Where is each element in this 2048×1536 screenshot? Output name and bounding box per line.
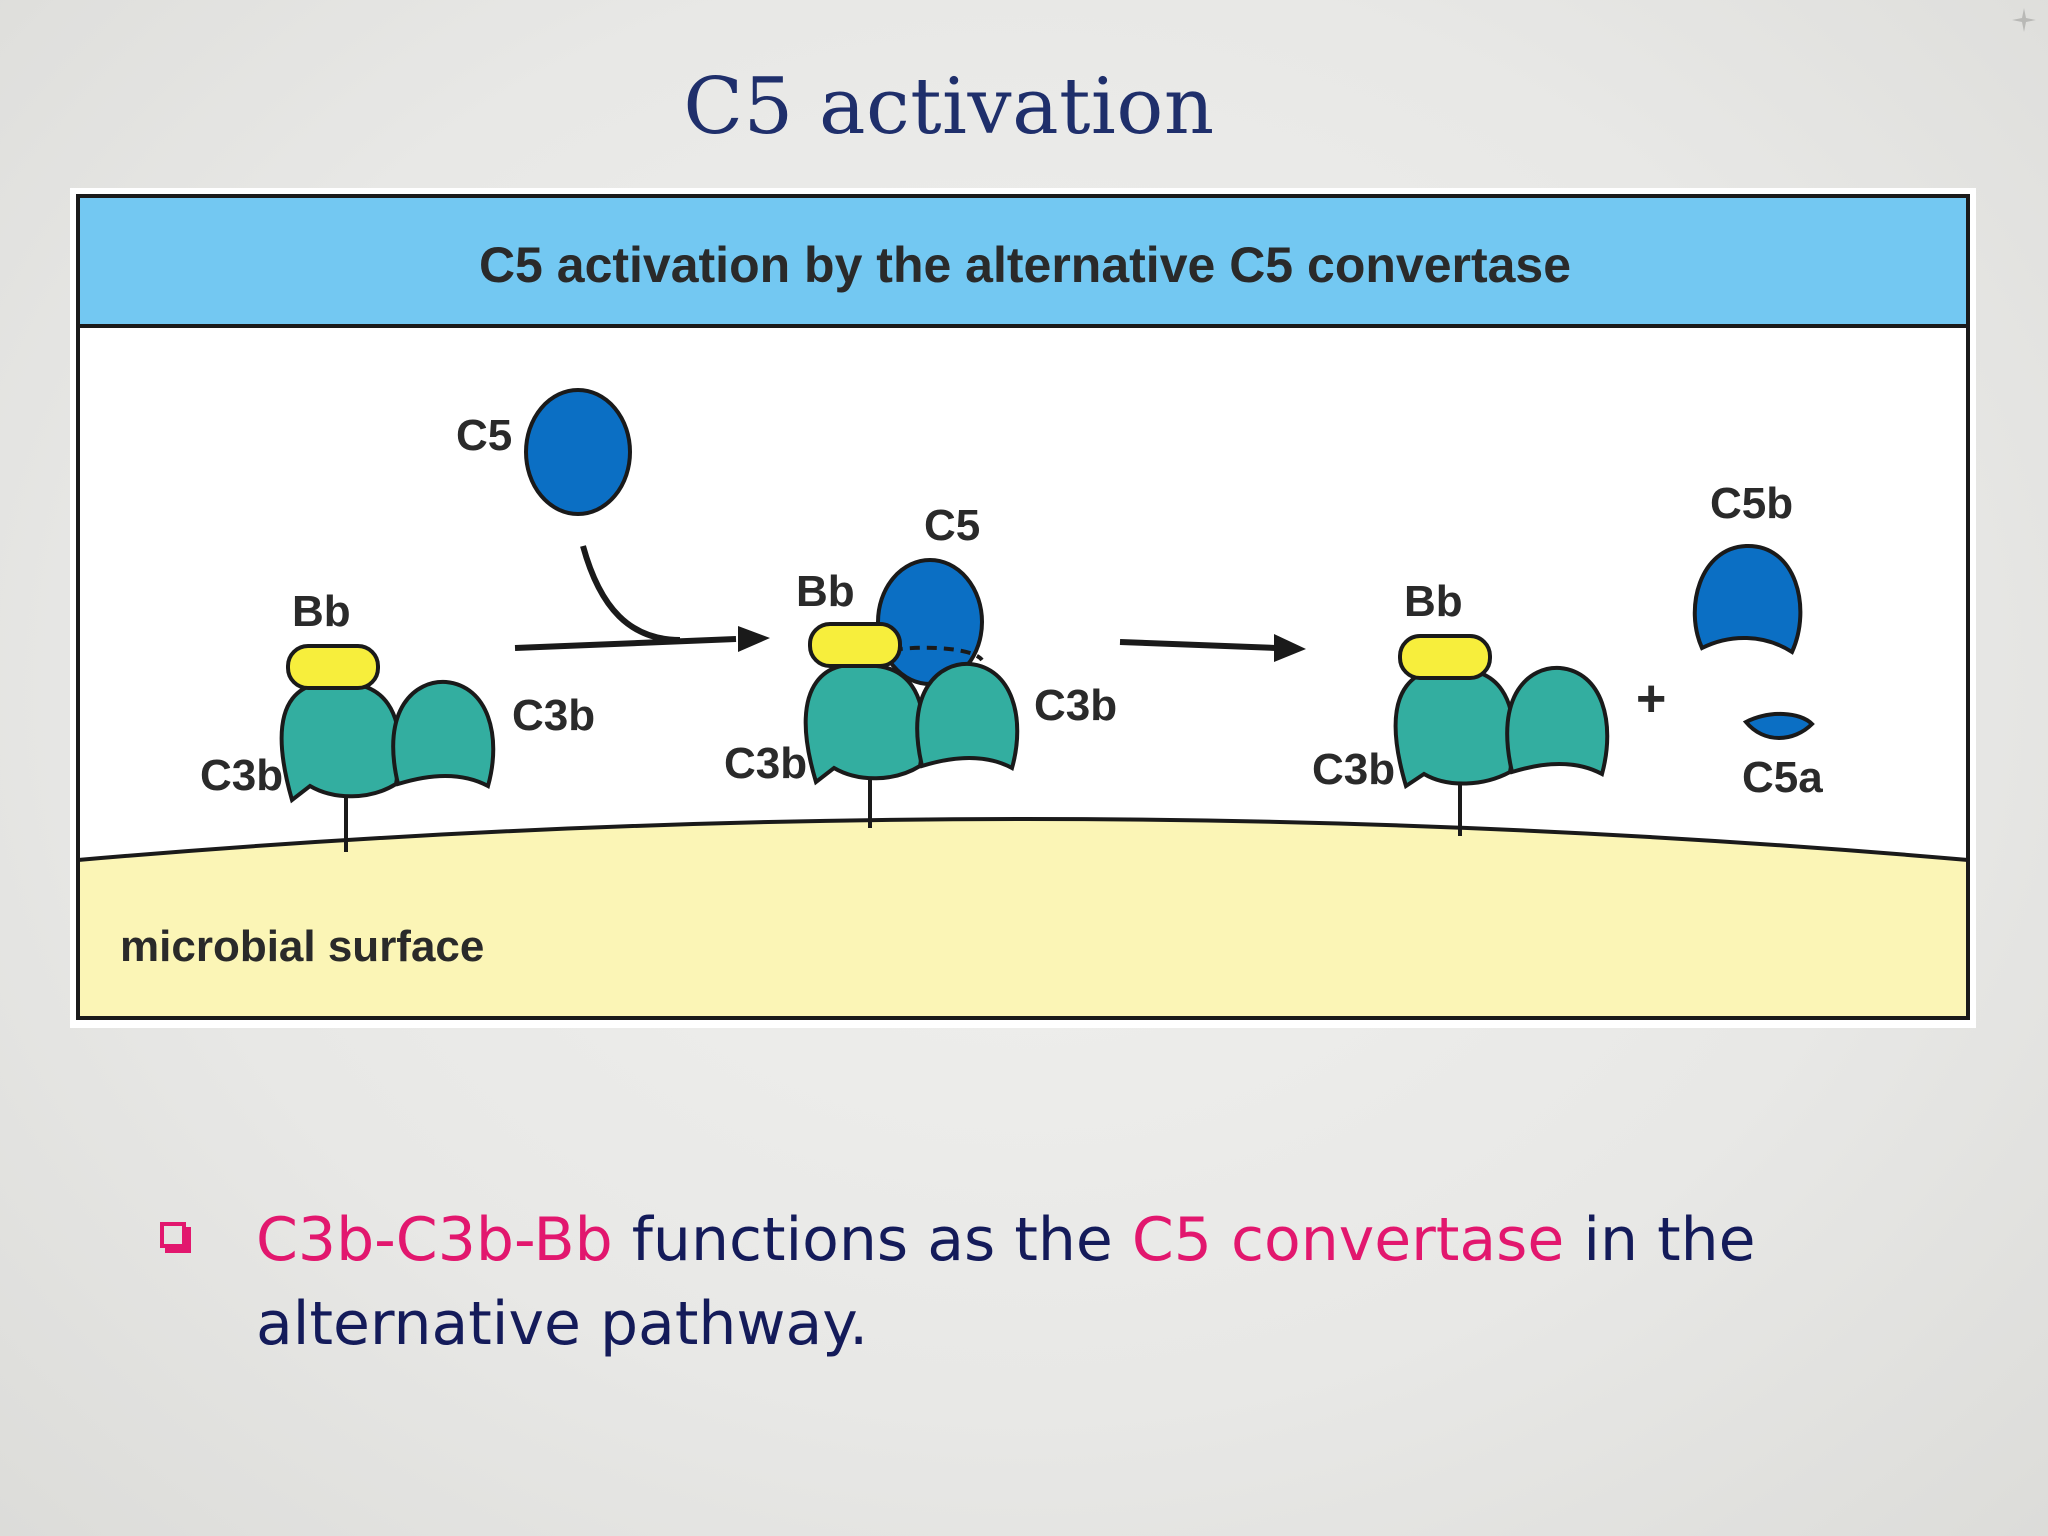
figure-border-top — [76, 194, 1970, 1020]
free-c5: C5 — [456, 388, 632, 516]
figure-diagram: C5 activation by the alternative C5 conv… — [76, 194, 1970, 1020]
c5-activation-figure: C5 activation by the alternative C5 conv… — [70, 188, 1976, 1028]
c3b-domain-2a — [803, 662, 926, 786]
arrow-shaft-1 — [514, 636, 737, 651]
c3b-label-2-left: C3b — [724, 739, 807, 788]
c5-binding-line — [859, 645, 984, 662]
bb-fragment-1 — [286, 644, 380, 690]
bullet-highlight-1: C3b-C3b-Bb — [256, 1205, 613, 1275]
stage-1-convertase: Bb C3b C3b — [200, 587, 595, 852]
surface-label: microbial surface — [120, 922, 484, 971]
arrow-binding — [514, 545, 770, 652]
arrow-head-1 — [738, 626, 770, 652]
figure-header: C5 activation by the alternative C5 conv… — [479, 237, 1571, 293]
c3b-domain-1b — [391, 679, 496, 789]
header-band — [76, 194, 1970, 328]
microbial-surface — [78, 819, 1968, 1018]
bb-label-2: Bb — [796, 567, 855, 616]
c3b-label-3-left: C3b — [1312, 745, 1395, 794]
c5b-label: C5b — [1710, 479, 1793, 528]
c3b-domain-3a — [1393, 667, 1516, 790]
slide-title: C5 activation — [0, 62, 2048, 152]
plus-sign: + — [1636, 670, 1666, 728]
bullet-point: C3b-C3b-Bb functions as the C5 convertas… — [160, 1198, 1940, 1366]
arrow-head-2 — [1274, 634, 1306, 662]
c3b-label-2-right: C3b — [1034, 681, 1117, 730]
c5-molecule-free — [524, 388, 632, 516]
c5a-fragment — [1742, 711, 1815, 740]
c3b-label-1-left: C3b — [200, 751, 283, 800]
bb-label-1: Bb — [292, 587, 351, 636]
c5-label-bound: C5 — [924, 501, 980, 550]
slide-title-text: C5 activation — [683, 62, 1215, 152]
bullet-text-4: in the alternative pathway. — [256, 1205, 1756, 1359]
c5-label-free: C5 — [456, 411, 512, 460]
surface-edge — [77, 817, 1969, 862]
c3b-domain-3b — [1505, 665, 1610, 777]
stage-2-convertase-c5: C5 Bb C3b C3b — [724, 501, 1117, 828]
arrow-cleavage — [1119, 634, 1306, 662]
c3b-domain-2b — [915, 661, 1020, 771]
c3b-domain-1a — [279, 681, 402, 804]
c5b-fragment — [1692, 543, 1803, 655]
bb-label-3: Bb — [1404, 577, 1463, 626]
c5a-label: C5a — [1742, 753, 1823, 802]
bullet-text: C3b-C3b-Bb functions as the C5 convertas… — [256, 1198, 1940, 1366]
bullet-text-2: functions as the — [612, 1205, 1132, 1275]
binding-curve — [580, 545, 681, 643]
checkbox-bullet-icon — [160, 1222, 191, 1253]
bb-fragment-2 — [808, 622, 902, 668]
bb-fragment-3 — [1398, 634, 1492, 680]
c3b-label-1-right: C3b — [512, 691, 595, 740]
corner-decoration-icon — [2012, 8, 2036, 32]
arrow-shaft-2 — [1119, 639, 1277, 651]
stage-3-products: Bb C3b + C5b C5a — [1312, 479, 1823, 836]
bullet-highlight-2: C5 convertase — [1131, 1205, 1565, 1275]
